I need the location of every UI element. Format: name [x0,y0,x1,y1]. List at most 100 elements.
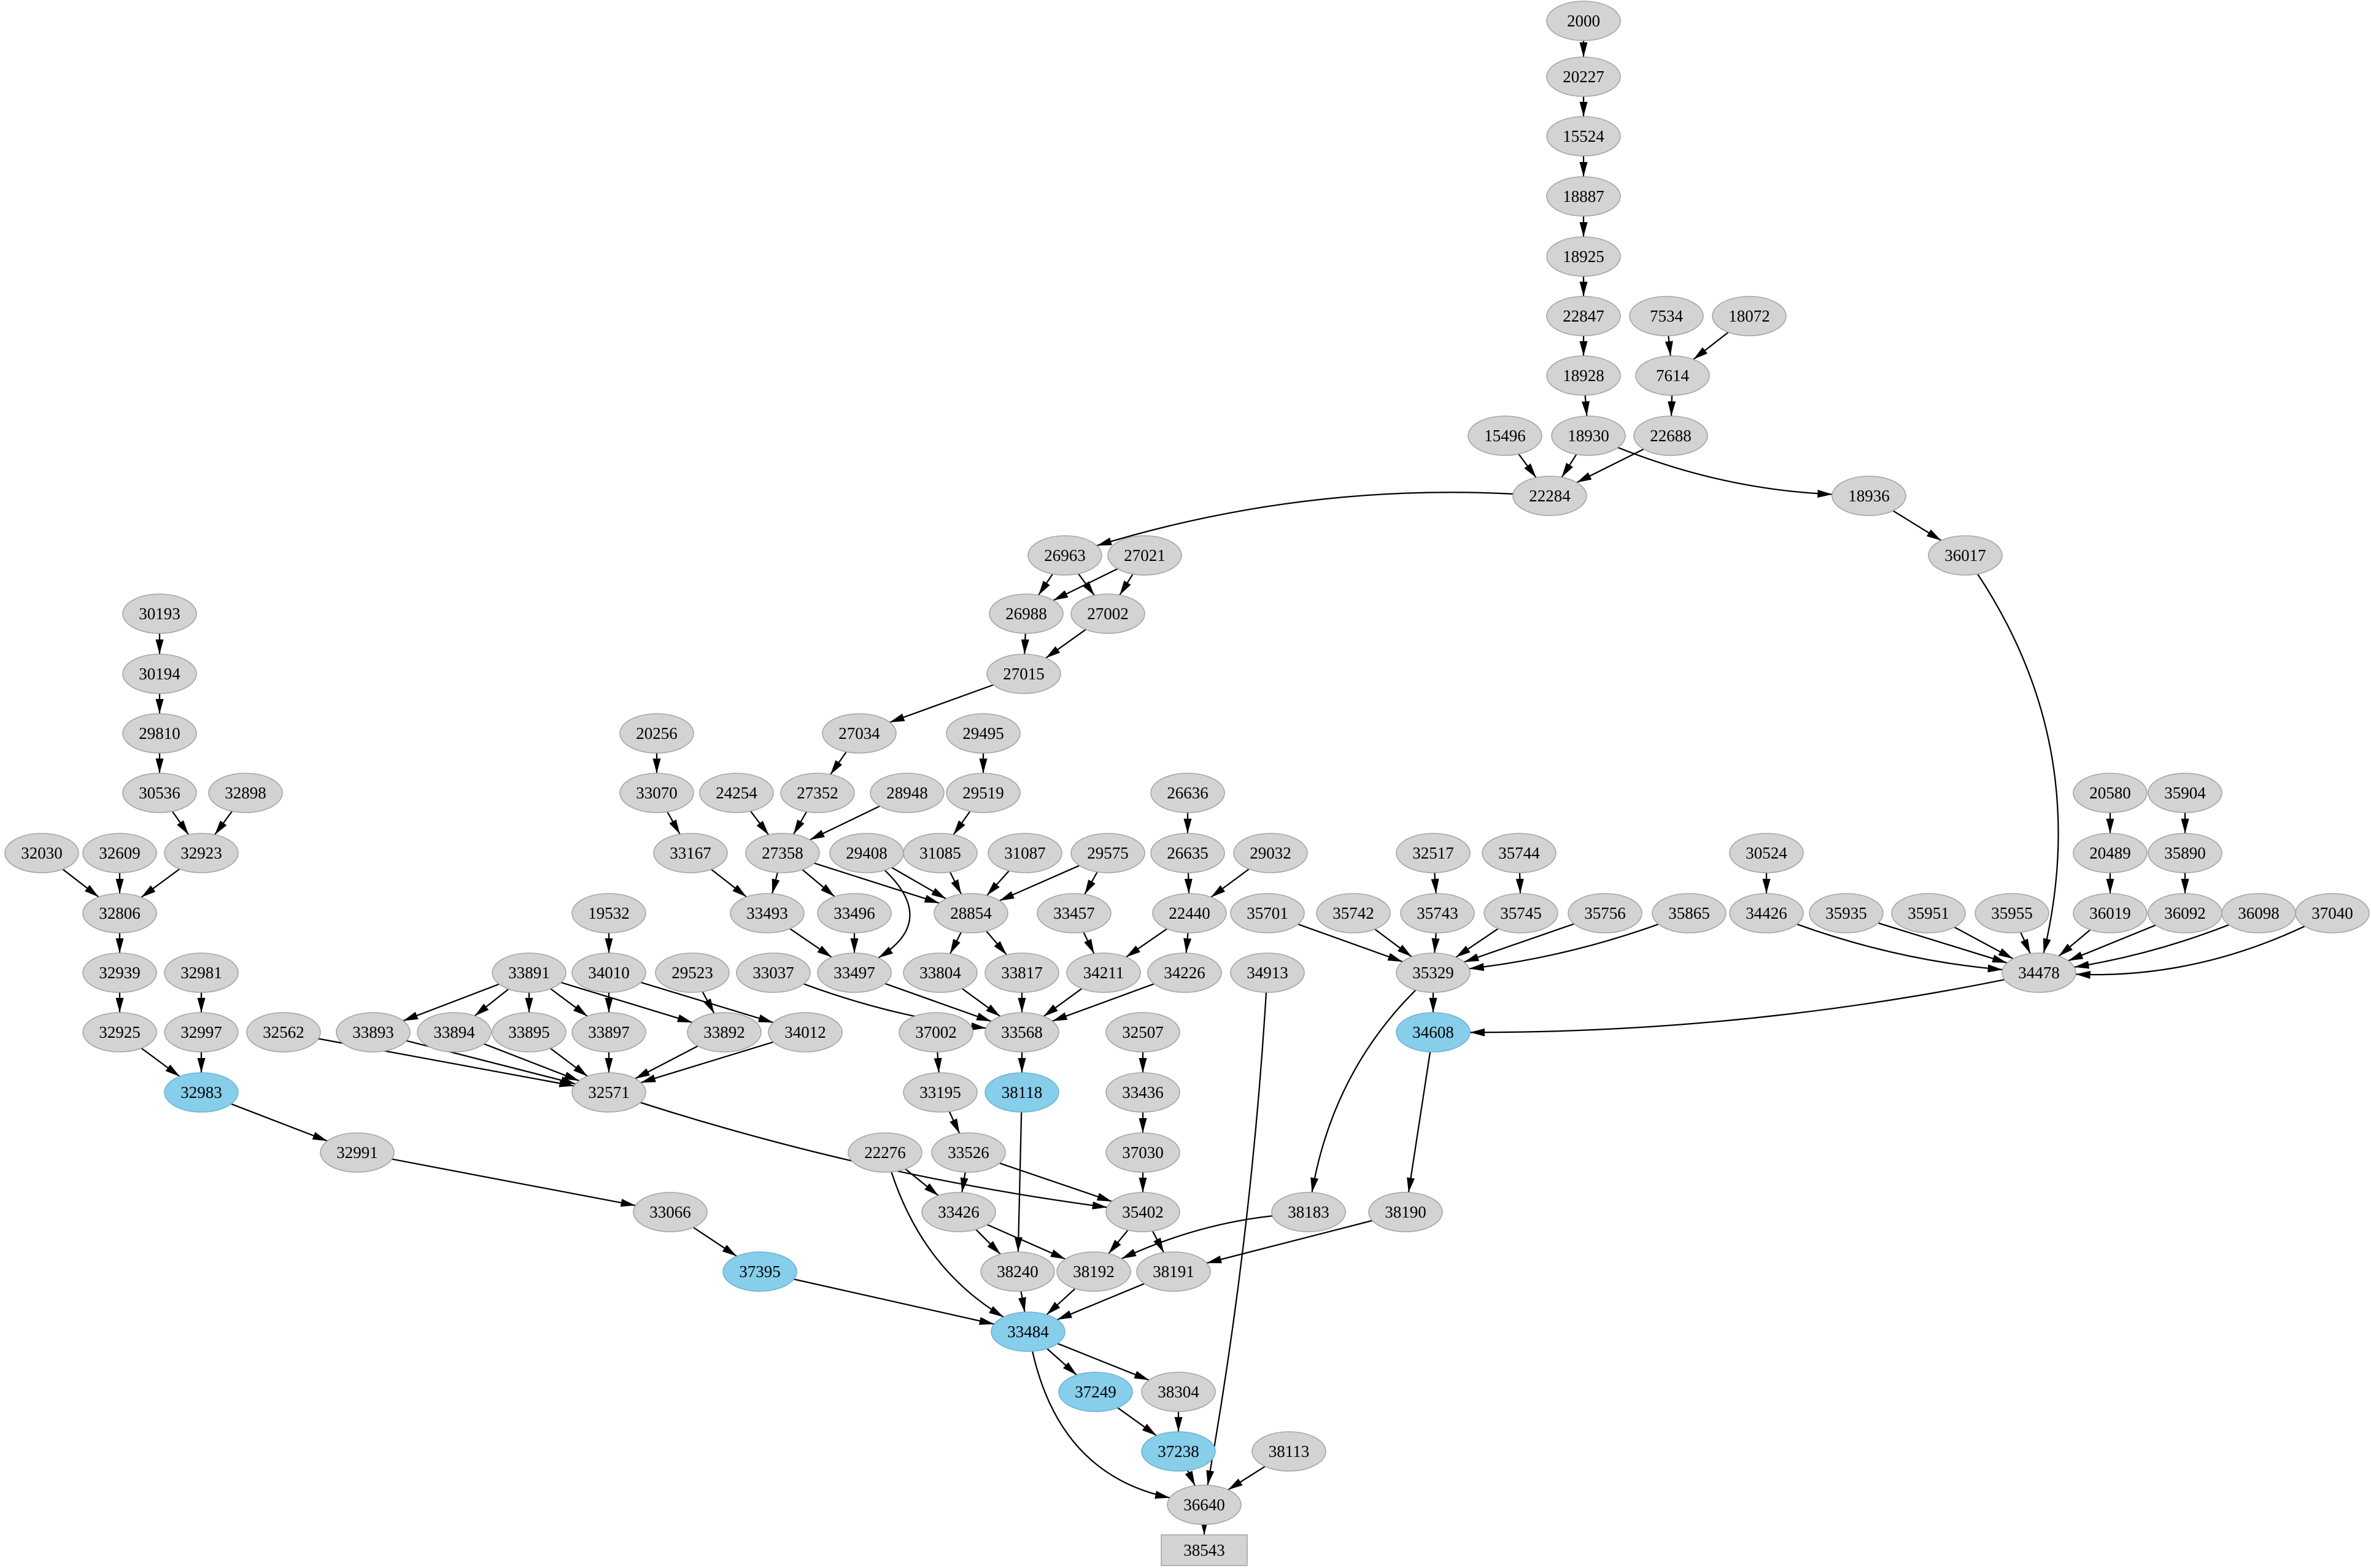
graph-node-18887: 18887 [1546,176,1621,217]
graph-node-33891: 33891 [492,952,567,993]
graph-node-label: 33894 [433,1023,475,1041]
graph-node-30193: 30193 [122,593,197,634]
graph-edge-33493-33497 [789,928,832,958]
graph-node-label: 18936 [1848,487,1890,505]
graph-node-label: 33037 [752,964,794,982]
graph-node-shape-ellipse [82,1012,157,1052]
graph-node-38191: 38191 [1136,1251,1211,1292]
graph-node-33497: 33497 [817,952,892,993]
graph-node-shape-ellipse [1105,1132,1180,1173]
graph-node-shape-highlighted [1058,1372,1133,1412]
graph-node-shape-ellipse [2148,773,2222,813]
graph-node-27015: 27015 [986,654,1061,694]
graph-node-shape-ellipse [1056,1251,1131,1292]
graph-edge-37040-34478 [2075,925,2305,979]
graph-edge-32991-33066 [392,1158,636,1207]
graph-node-label: 34913 [1247,964,1288,982]
graph-node-label: 22284 [1529,487,1571,505]
graph-node-15524: 15524 [1546,116,1621,156]
graph-node-label: 29575 [1087,844,1129,862]
graph-edge-33526-35402 [999,1162,1112,1202]
graph-node-shape-ellipse [1975,893,2049,933]
graph-node-34010: 34010 [571,952,646,993]
graph-node-label: 33484 [1007,1323,1049,1341]
graph-node-shape-ellipse [934,893,1008,933]
graph-node-32806: 32806 [82,893,157,933]
graph-edge-34012-32571 [640,1041,774,1084]
graph-node-label: 33892 [703,1023,745,1041]
graph-node-shape-ellipse [1546,236,1621,277]
graph-node-label: 28948 [886,784,928,802]
graph-node-shape-ellipse [2073,773,2148,813]
graph-node-35904: 35904 [2148,773,2222,813]
graph-node-shape-ellipse [1712,296,1787,336]
graph-node-38192: 38192 [1056,1251,1131,1292]
graph-edge-26988-27015 [1021,633,1029,655]
graph-edge-24254-27358 [749,810,770,836]
graph-edge-33195-33526 [948,1111,961,1134]
graph-edge-36098-34478 [2074,924,2230,969]
graph-edge-32030-32806 [62,868,99,898]
graph-node-label: 27015 [1003,665,1045,683]
graph-node-36092: 36092 [2148,893,2222,933]
graph-node-27358: 27358 [745,833,820,873]
graph-node-shape-ellipse [1809,893,1884,933]
graph-node-36019: 36019 [2073,893,2148,933]
graph-edges [62,41,2305,1535]
graph-node-label: 2000 [1567,12,1600,30]
graph-node-shape-ellipse [164,833,239,873]
graph-node-27002: 27002 [1070,593,1145,634]
graph-node-shape-ellipse [1107,535,1182,576]
graph-edge-38183-38192 [1121,1215,1273,1260]
graph-edge-33070-33167 [667,811,681,835]
graph-node-37238: 37238 [1141,1431,1216,1472]
graph-edge-34608-38190 [1407,1051,1431,1193]
graph-node-33484: 33484 [991,1311,1066,1352]
graph-edge-28948-27358 [810,805,880,841]
graph-edge-27002-27015 [1045,628,1086,659]
graph-edge-27021-27002 [1119,573,1134,596]
graph-node-27352: 27352 [780,773,855,813]
graph-node-31085: 31085 [903,833,978,873]
graph-node-33893: 33893 [336,1012,411,1052]
graph-node-label: 32562 [263,1023,304,1041]
graph-node-label: 29519 [962,784,1004,802]
graph-edge-35951-34478 [1954,926,2014,960]
graph-node-32983: 32983 [164,1072,239,1113]
graph-node-label: 15496 [1484,427,1526,445]
graph-node-shape-highlighted [991,1311,1066,1352]
graph-node-33894: 33894 [417,1012,492,1052]
graph-edge-36017-34478 [1977,573,2059,954]
graph-edge-35865-35329 [1469,923,1659,971]
graph-node-shape-ellipse [1482,833,1557,873]
graph-node-label: 33436 [1122,1083,1164,1102]
graph-node-shape-ellipse [984,1012,1059,1052]
graph-edge-7534-7614 [1665,335,1673,357]
graph-node-34211: 34211 [1066,952,1141,993]
graph-node-38183: 38183 [1271,1192,1346,1232]
graph-node-29575: 29575 [1070,833,1145,873]
graph-node-shape-ellipse [1230,893,1305,933]
graph-node-label: 38192 [1073,1262,1115,1281]
graph-node-label: 34211 [1083,964,1124,982]
graph-node-shape-ellipse [492,952,567,993]
graph-node-33817: 33817 [984,952,1059,993]
graph-node-33037: 33037 [736,952,811,993]
graph-edge-34226-33568 [1052,983,1155,1022]
graph-node-label: 7614 [1656,366,1690,385]
graph-node-label: 27002 [1087,604,1129,623]
graph-node-label: 33497 [834,964,875,982]
graph-node-label: 20256 [636,724,678,743]
graph-node-32991: 32991 [320,1132,395,1173]
graph-node-label: 20227 [1563,68,1604,86]
graph-node-18936: 18936 [1831,476,1906,516]
graph-node-32517: 32517 [1396,833,1471,873]
graph-edge-29519-31085 [953,811,971,835]
graph-node-35756: 35756 [1568,893,1642,933]
graph-edge-32925-32983 [141,1047,180,1078]
graph-node-label: 36019 [2089,904,2131,922]
graph-node-32571: 32571 [571,1072,646,1113]
graph-node-label: 26635 [1167,844,1209,862]
graph-node-37030: 37030 [1105,1132,1180,1173]
graph-node-19532: 19532 [571,893,646,933]
